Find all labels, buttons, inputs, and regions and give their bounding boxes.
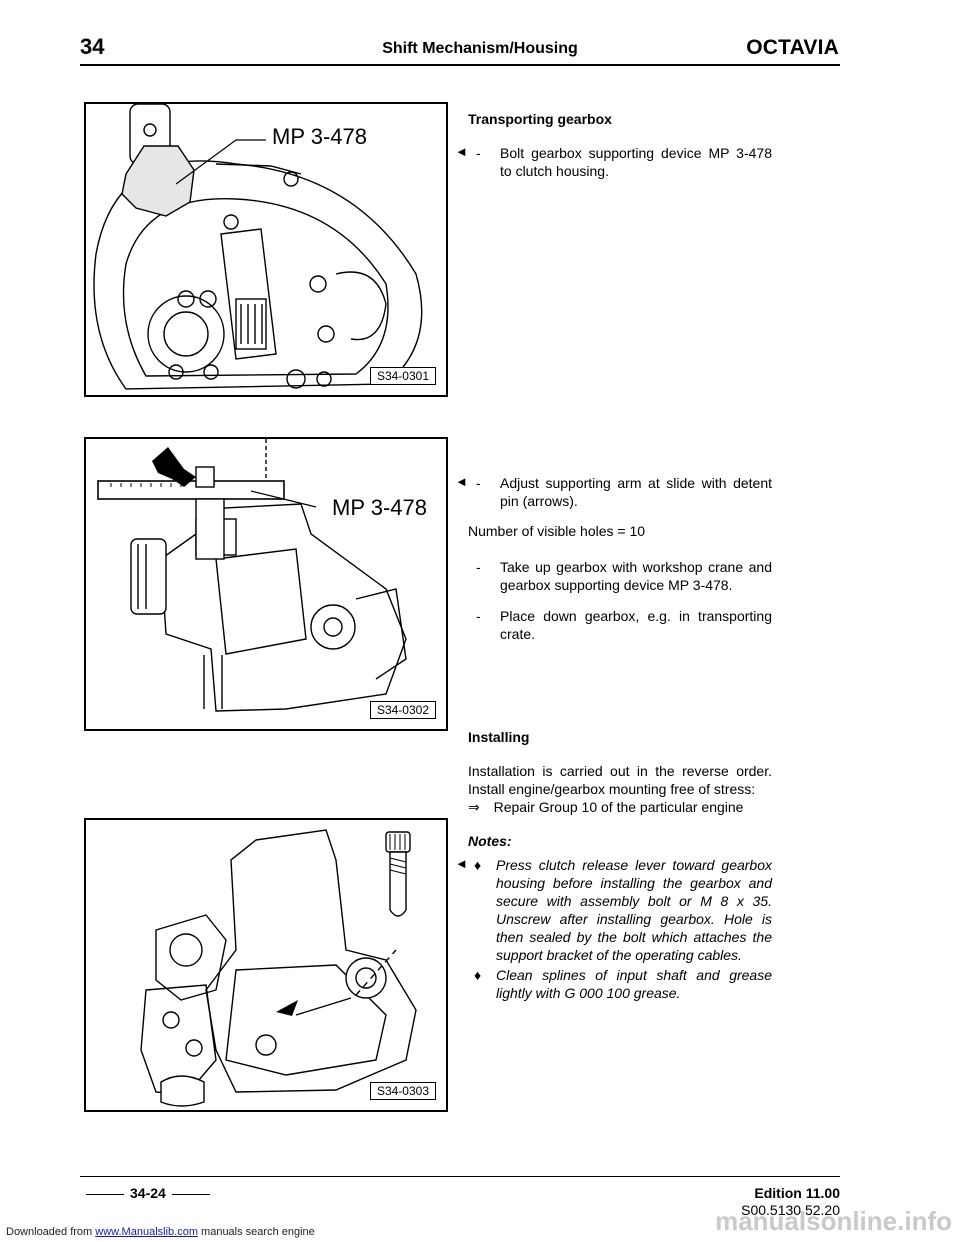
header-rule bbox=[80, 64, 840, 66]
banner-suffix: manuals search engine bbox=[197, 1226, 315, 1238]
brand-name: OCTAVIA bbox=[746, 36, 839, 59]
footer-rule bbox=[80, 1176, 840, 1177]
download-banner: Downloaded from www.Manualslib.com manua… bbox=[6, 1226, 315, 1238]
step-item: - Adjust supporting arm at slide with de… bbox=[468, 474, 772, 510]
watermark: manualsonline.info bbox=[715, 1206, 952, 1236]
figure-arrow-marker: ◄ bbox=[455, 474, 468, 489]
dash-marker: - bbox=[476, 559, 481, 575]
step-text: Adjust supporting arm at slide with dete… bbox=[500, 475, 772, 509]
page-number: 34-24 bbox=[80, 1185, 216, 1201]
reference-text: Repair Group 10 of the particular engine bbox=[493, 799, 744, 815]
figure-id: S34-0302 bbox=[369, 701, 436, 719]
supporting-arm-illustration bbox=[97, 439, 407, 712]
figure-id: S34-0303 bbox=[369, 1082, 436, 1100]
tool-label: MP 3-478 bbox=[272, 124, 367, 149]
dash-marker: - bbox=[476, 608, 481, 624]
figure-id: S34-0301 bbox=[369, 367, 436, 385]
note-item: ♦ Press clutch release lever toward gear… bbox=[468, 856, 772, 964]
step-item: - Bolt gearbox supporting device MP 3-47… bbox=[468, 144, 772, 180]
tool-label: MP 3-478 bbox=[332, 495, 427, 520]
manualslib-link[interactable]: www.Manualslib.com bbox=[95, 1226, 198, 1238]
step-item: - Place down gearbox, e.g. in transporti… bbox=[468, 607, 772, 643]
note-text: Press clutch release lever toward gearbo… bbox=[496, 857, 772, 963]
note-item: ♦ Clean splines of input shaft and greas… bbox=[468, 966, 772, 1002]
edition-label: Edition 11.00 bbox=[754, 1185, 840, 1201]
step-text: Place down gearbox, e.g. in transporting… bbox=[500, 608, 772, 642]
bullet-marker: ♦ bbox=[474, 967, 482, 983]
dash-marker: - bbox=[476, 475, 481, 491]
step-item: - Take up gearbox with workshop crane an… bbox=[468, 558, 772, 594]
installing-text: Installation is carried out in the rever… bbox=[468, 763, 772, 797]
dash-marker: - bbox=[476, 145, 481, 161]
bullet-marker: ♦ bbox=[474, 857, 482, 873]
page-number-text: 34-24 bbox=[130, 1185, 166, 1201]
banner-prefix: Downloaded from bbox=[6, 1226, 96, 1238]
gearbox-assembly-bolt-illustration bbox=[140, 829, 417, 1107]
figure-arrow-marker: ◄ bbox=[455, 144, 468, 159]
figure-s34-0302: MP 3-478 S34-0302 bbox=[84, 437, 448, 731]
figure-s34-0301: MP 3-478 S34-0301 bbox=[84, 102, 448, 397]
page-title: Shift Mechanism/Housing bbox=[382, 40, 578, 57]
step-text: Bolt gearbox supporting device MP 3-478 … bbox=[500, 145, 772, 179]
section-heading-transporting: Transporting gearbox bbox=[468, 111, 612, 127]
section-heading-installing: Installing bbox=[468, 729, 530, 745]
reference-line: ⇒ Repair Group 10 of the particular engi… bbox=[468, 798, 772, 816]
holes-count-text: Number of visible holes = 10 bbox=[468, 523, 646, 539]
figure-s34-0303: S34-0303 bbox=[84, 818, 448, 1112]
gearbox-supporting-device-illustration bbox=[93, 104, 423, 390]
document-number: S00.5130.52.20 bbox=[741, 1202, 840, 1218]
reference-arrow-icon: ⇒ bbox=[468, 799, 480, 815]
notes-heading: Notes: bbox=[468, 833, 512, 849]
figure-arrow-marker: ◄ bbox=[455, 856, 468, 871]
section-number: 34 bbox=[80, 34, 105, 59]
note-text: Clean splines of input shaft and grease … bbox=[496, 967, 772, 1001]
step-text: Take up gearbox with workshop crane and … bbox=[500, 559, 772, 593]
